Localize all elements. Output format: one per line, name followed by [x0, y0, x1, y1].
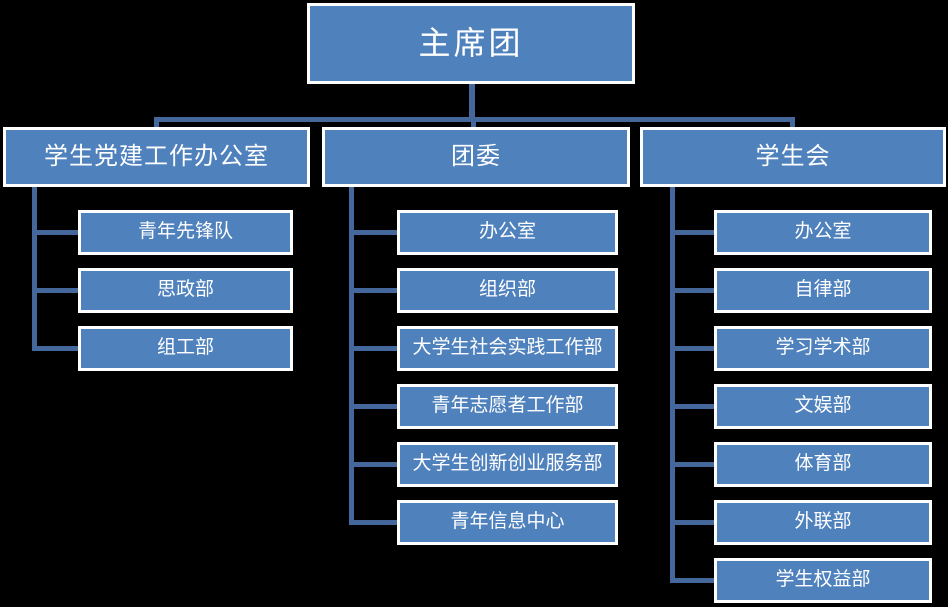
leaf-youth-pioneer-team: 青年先锋队	[78, 210, 293, 255]
leaf-union-office: 办公室	[714, 210, 932, 255]
leaf-youth-info-center: 青年信息中心	[397, 500, 618, 545]
node-student-union: 学生会	[640, 127, 946, 187]
connector-stub	[349, 230, 397, 235]
connector-stub	[670, 404, 714, 409]
connector-spine-middle	[349, 187, 354, 525]
connector-stub	[670, 578, 714, 583]
leaf-student-rights-dept: 学生权益部	[714, 558, 932, 603]
connector-stub	[670, 288, 714, 293]
leaf-organization-dept: 组织部	[397, 268, 618, 313]
connector-stub-mid-branch	[471, 121, 476, 128]
leaf-self-discipline-dept: 自律部	[714, 268, 932, 313]
connector-level1-horizontal	[154, 117, 795, 122]
node-presidium: 主席团	[307, 3, 635, 84]
leaf-ideology-dept: 思政部	[78, 268, 293, 313]
connector-stub	[32, 288, 78, 293]
connector-spine-right	[670, 187, 675, 583]
leaf-culture-entertainment-dept: 文娱部	[714, 384, 932, 429]
connector-root-drop	[469, 84, 475, 121]
connector-stub	[32, 346, 78, 351]
leaf-innovation-service-dept: 大学生创新创业服务部	[397, 442, 618, 487]
leaf-org-work-dept: 组工部	[78, 326, 293, 371]
leaf-external-liaison-dept: 外联部	[714, 500, 932, 545]
connector-stub	[670, 230, 714, 235]
connector-stub	[670, 462, 714, 467]
connector-stub	[32, 230, 78, 235]
connector-stub	[349, 346, 397, 351]
node-party-building-office: 学生党建工作办公室	[3, 127, 310, 187]
leaf-sports-dept: 体育部	[714, 442, 932, 487]
leaf-league-office: 办公室	[397, 210, 618, 255]
connector-stub-left-branch	[154, 121, 159, 128]
connector-stub	[349, 462, 397, 467]
leaf-youth-volunteer-dept: 青年志愿者工作部	[397, 384, 618, 429]
connector-stub-right-branch	[790, 121, 795, 128]
connector-stub	[349, 520, 397, 525]
connector-stub	[670, 346, 714, 351]
node-youth-league-committee: 团委	[322, 127, 630, 187]
leaf-study-academic-dept: 学习学术部	[714, 326, 932, 371]
connector-stub	[670, 520, 714, 525]
connector-stub	[349, 288, 397, 293]
connector-stub	[349, 404, 397, 409]
connector-spine-left	[32, 187, 37, 351]
leaf-social-practice-dept: 大学生社会实践工作部	[397, 326, 618, 371]
